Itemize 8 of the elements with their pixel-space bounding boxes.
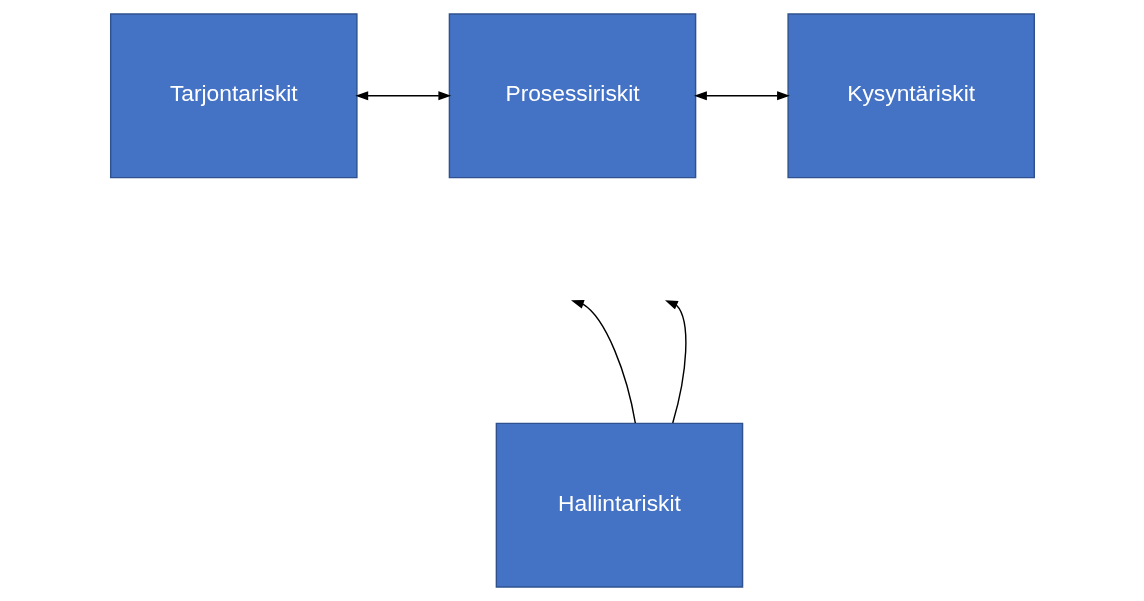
node-box: Tarjontariskit — [109, 13, 358, 179]
node-box: Kysyntäriskit — [786, 13, 1035, 179]
node-box: Hallintariskit — [495, 422, 743, 588]
arrow — [693, 91, 790, 101]
arrow — [570, 300, 636, 424]
arrow — [354, 91, 451, 101]
arrow — [664, 300, 687, 424]
node-box: Prosessiriskit — [448, 13, 696, 179]
